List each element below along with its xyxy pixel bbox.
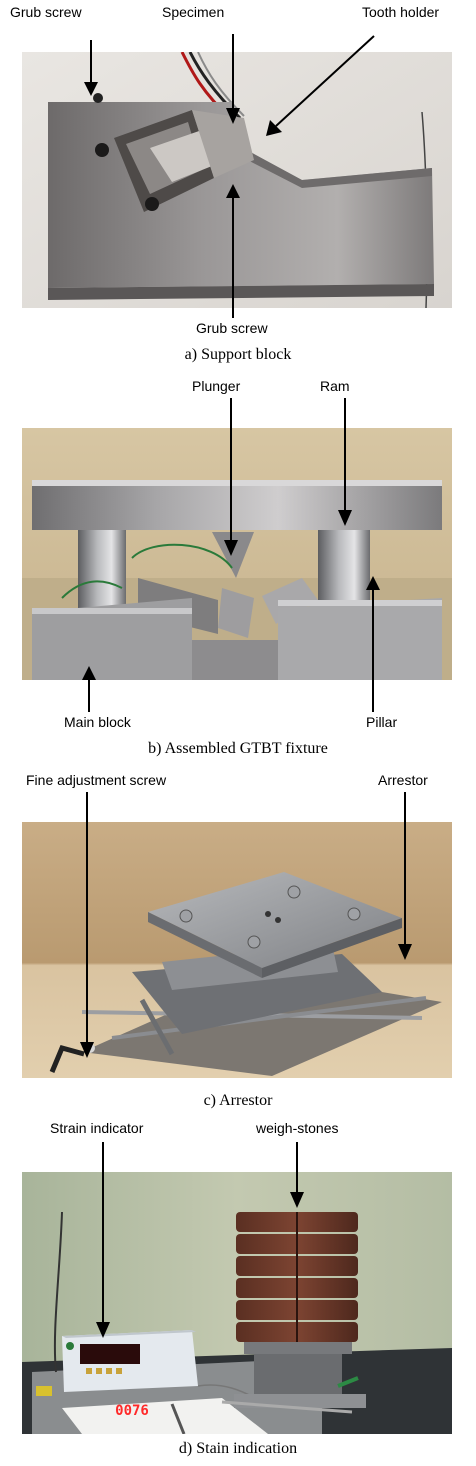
arrow-plunger <box>224 398 238 556</box>
label-weigh-stones: weigh-stones <box>256 1120 339 1136</box>
label-pillar: Pillar <box>366 714 398 730</box>
label-strain-indicator: Strain indicator <box>50 1120 144 1136</box>
arrow-ram <box>338 398 352 526</box>
arrow-specimen <box>226 34 240 124</box>
arrow-weigh-stones <box>290 1142 304 1208</box>
caption-assembled-fixture: b) Assembled GTBT fixture <box>148 740 328 757</box>
label-grub-screw-bottom: Grub screw <box>196 320 268 336</box>
assembled-fixture-photo <box>22 428 452 680</box>
label-plunger: Plunger <box>192 378 241 394</box>
label-main-block: Main block <box>64 714 131 730</box>
panel-support-block: Grub screw Specimen Tooth holder <box>0 0 476 370</box>
caption-arrestor: c) Arrestor <box>203 1092 273 1109</box>
caption-strain-indication: d) Stain indication <box>178 1440 298 1457</box>
label-ram: Ram <box>320 378 350 394</box>
panel-arrestor: Fine adjustment screw Arrestor <box>0 766 476 1114</box>
caption-support-block: a) Support block <box>184 346 292 363</box>
arrow-arrestor <box>398 792 412 960</box>
label-grub-screw-top: Grub screw <box>10 4 82 20</box>
strain-display-readout: 0076 <box>115 1403 149 1419</box>
arrow-grub-screw-bottom <box>226 184 240 318</box>
arrow-main-block <box>82 666 96 712</box>
label-specimen: Specimen <box>162 4 225 20</box>
panel-assembled-fixture: Plunger Ram <box>0 370 476 766</box>
label-fine-adjustment-screw: Fine adjustment screw <box>26 772 167 788</box>
arrestor-photo <box>22 822 452 1078</box>
arrow-pillar <box>366 576 380 712</box>
strain-indication-photo: 0076 <box>22 1172 452 1434</box>
label-arrestor: Arrestor <box>378 772 428 788</box>
arrow-tooth-holder <box>266 35 375 136</box>
arrow-strain-indicator <box>96 1142 110 1338</box>
support-block-photo <box>22 52 452 308</box>
arrow-fine-adjustment-screw <box>80 792 94 1058</box>
label-tooth-holder: Tooth holder <box>362 4 440 20</box>
panel-strain-indication: Strain indicator weigh-stones <box>0 1114 476 1466</box>
arrow-grub-screw-top <box>84 40 98 96</box>
